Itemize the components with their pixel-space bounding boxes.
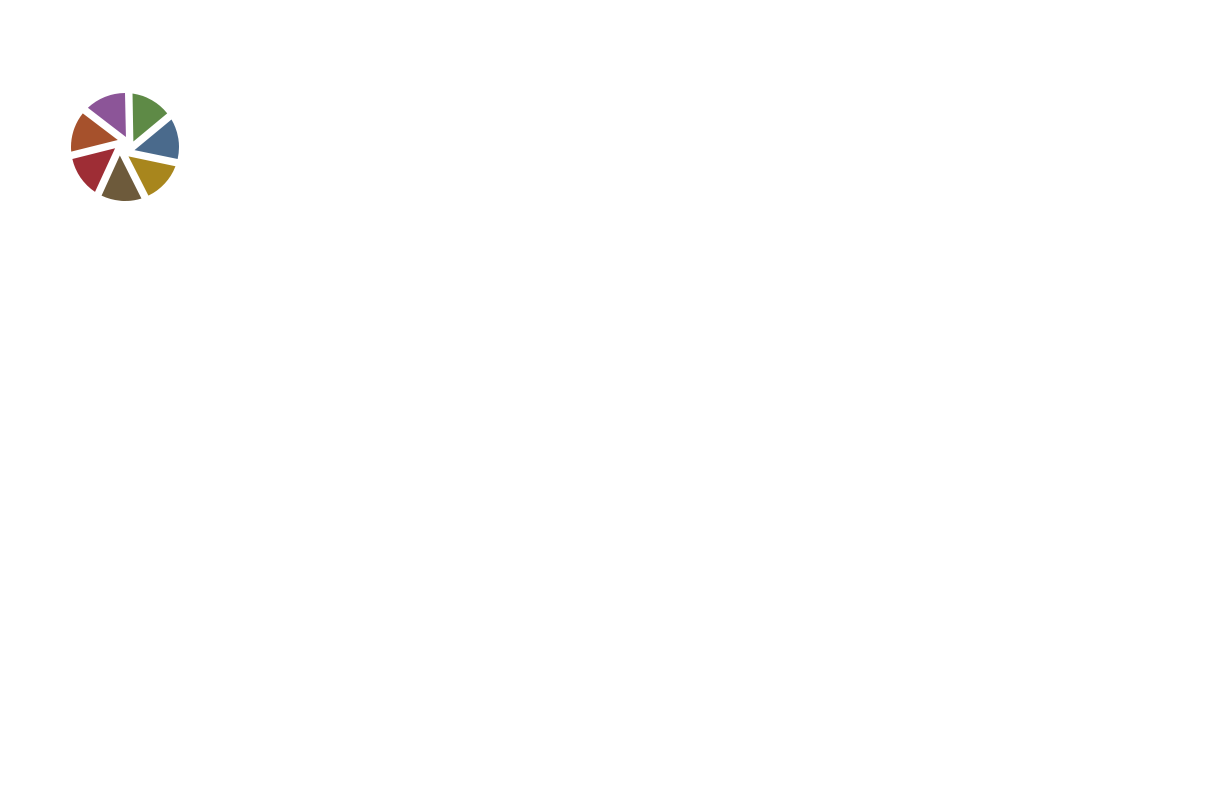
logo-blade-2 (134, 119, 180, 160)
logo-blade-6 (70, 113, 118, 152)
logo-blade-3 (128, 156, 176, 196)
logo-blade-7 (87, 93, 126, 138)
logo-blade-5 (72, 148, 116, 192)
aperture-logo-icon (66, 88, 184, 206)
logo-blade-4 (101, 155, 142, 201)
logo-blade-1 (132, 93, 168, 142)
